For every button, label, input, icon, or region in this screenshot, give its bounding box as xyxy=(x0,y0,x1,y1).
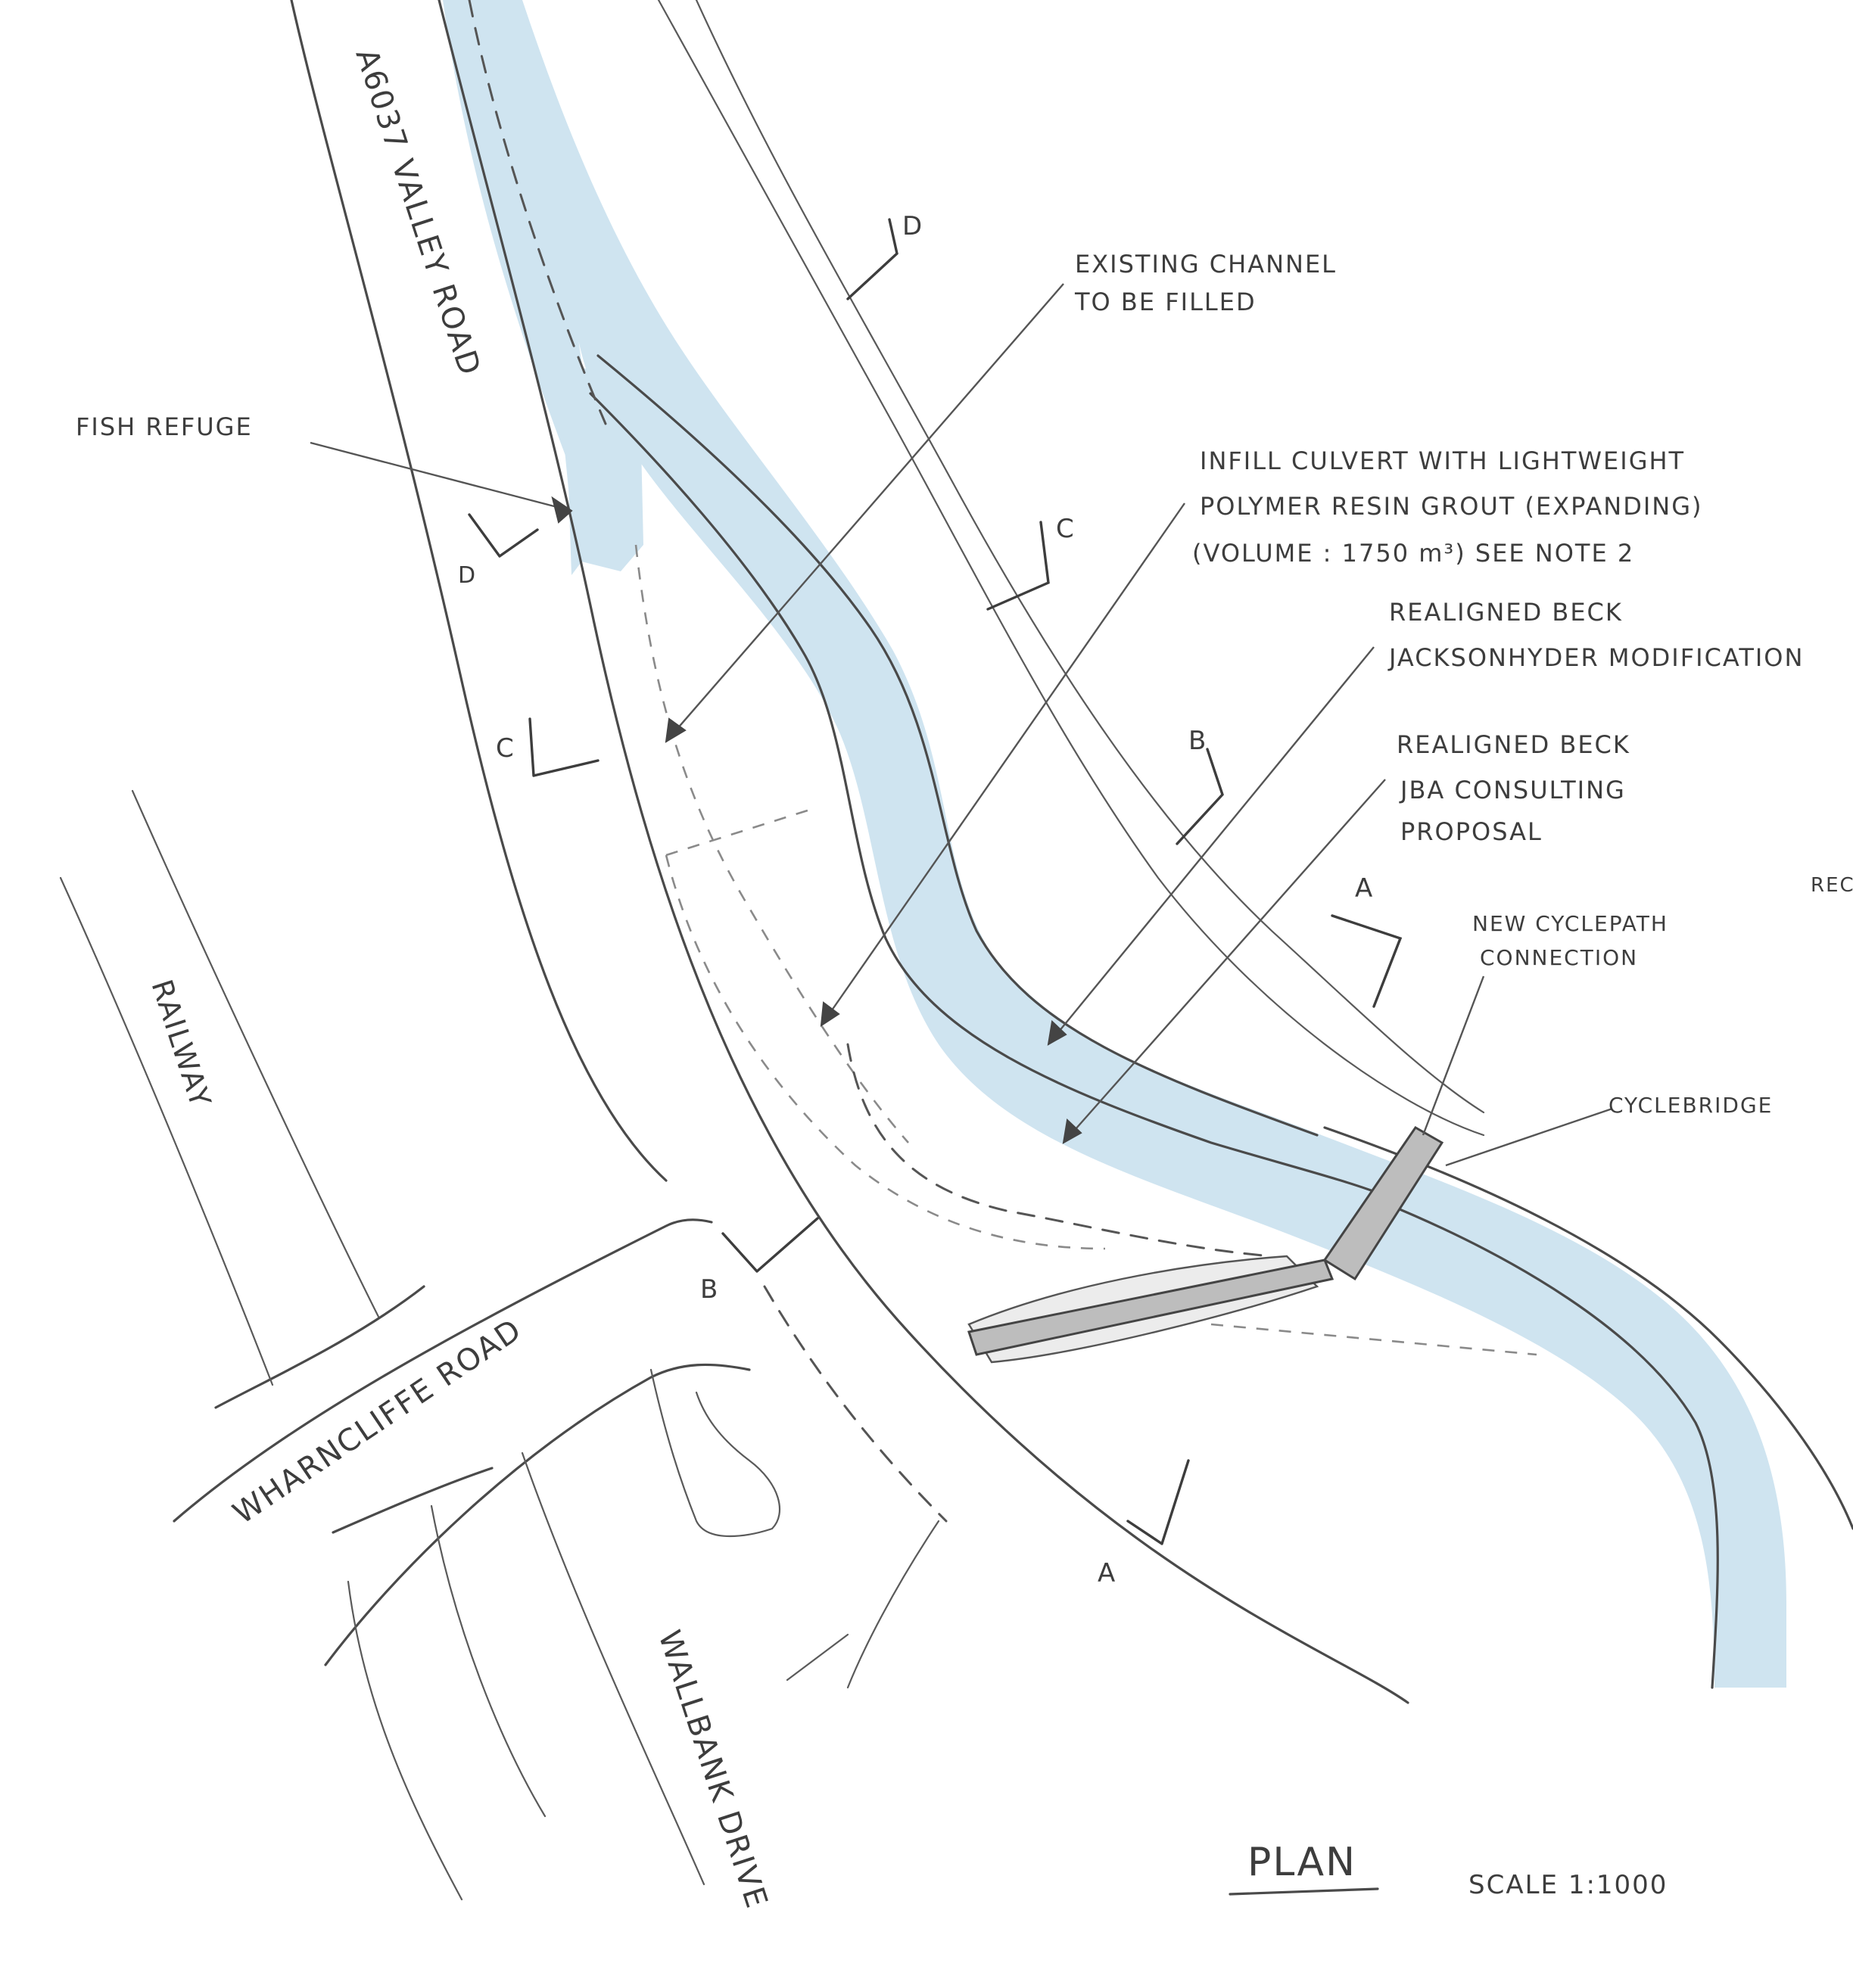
wharncliffe-kerb-1 xyxy=(214,1285,425,1409)
label-existing-channel-1: EXISTING CHANNEL xyxy=(1075,250,1337,278)
label-cut-off: REC xyxy=(1811,874,1853,897)
section-letter-a-upper: A xyxy=(1355,873,1374,904)
section-marker-b-lower xyxy=(721,1217,819,1273)
label-jba-3: PROPOSAL xyxy=(1400,817,1543,846)
valley-road-verge xyxy=(657,0,1485,1137)
label-cyclebridge: CYCLEBRIDGE xyxy=(1609,1093,1773,1118)
label-existing-channel-2: TO BE FILLED xyxy=(1074,288,1257,316)
wharncliffe-road-south-edge xyxy=(324,1363,751,1666)
arrowhead-fish-refuge xyxy=(551,496,573,524)
section-marker-a-upper xyxy=(1331,914,1403,1008)
leader-infill xyxy=(821,502,1185,1026)
label-jba-1: REALIGNED BECK xyxy=(1397,730,1630,759)
label-jacksonhyder-1: REALIGNED BECK xyxy=(1389,598,1623,627)
wallbank-drive-west xyxy=(347,1580,463,1901)
section-letter-b-upper: B xyxy=(1188,726,1207,756)
section-letter-c-lower: C xyxy=(496,733,515,764)
valley-road-west-edge xyxy=(290,0,668,1182)
plan-heading: PLAN xyxy=(1247,1840,1356,1885)
arrowhead-jacksonhyder xyxy=(1047,1019,1067,1046)
existing-channel-west xyxy=(468,0,607,425)
label-jacksonhyder-2: JACKSONHYDER MODIFICATION xyxy=(1387,643,1804,672)
wallbank-drive-mid xyxy=(430,1504,547,1818)
wallbank-drive-east xyxy=(521,1451,705,1886)
wharncliffe-road-north-edge xyxy=(173,1218,713,1523)
railway-line-1 xyxy=(59,876,274,1386)
arrowhead-jba xyxy=(1062,1118,1082,1144)
beck-bank-left xyxy=(589,392,1387,1197)
existing-channel-dash-2 xyxy=(665,854,1106,1250)
existing-channel-dash-5 xyxy=(1210,1323,1537,1356)
label-cyclepath-2: CONNECTION xyxy=(1480,945,1638,970)
leader-fish-refuge xyxy=(310,441,572,512)
valley-road-east-edge xyxy=(438,0,1409,1704)
section-marker-a-lower xyxy=(1126,1459,1190,1545)
section-letter-d-upper: D xyxy=(902,211,923,241)
cyclepath-connection xyxy=(967,1258,1334,1356)
arrowhead-existing-channel xyxy=(665,717,687,743)
section-marker-c-upper xyxy=(986,521,1050,611)
section-marker-d-upper xyxy=(846,218,898,300)
label-cyclepath-1: NEW CYCLEPATH xyxy=(1472,911,1668,936)
railway-line-2 xyxy=(131,789,380,1318)
cyclebridge-deck xyxy=(1322,1126,1444,1281)
wallbank-plot xyxy=(649,1368,781,1538)
fish-refuge xyxy=(556,363,643,571)
section-marker-c-lower xyxy=(528,717,600,777)
leader-jba xyxy=(1063,779,1386,1143)
wharncliffe-kerb-2 xyxy=(332,1467,494,1534)
beck-outer-bank xyxy=(1323,1126,1853,1530)
existing-channel-dash-3 xyxy=(665,808,811,857)
beck-channel xyxy=(443,0,1786,1688)
valley-road-verge-outer xyxy=(695,0,1485,1114)
section-marker-d-lower xyxy=(468,513,539,558)
label-jba-2: JBA CONSULTING xyxy=(1399,776,1626,804)
wallbank-access-edge xyxy=(786,1520,940,1689)
leader-existing-channel xyxy=(665,283,1064,742)
leader-cyclebridge xyxy=(1445,1107,1613,1167)
label-fish-refuge: FISH REFUGE xyxy=(76,412,253,441)
leader-cyclepath xyxy=(1422,975,1485,1136)
label-railway: RAILWAY xyxy=(145,975,217,1112)
section-letter-d-lower: D xyxy=(458,562,477,589)
wallbank-access-dash xyxy=(763,1285,948,1523)
label-infill-2: POLYMER RESIN GROUT (EXPANDING) xyxy=(1200,492,1703,521)
section-letter-a-lower: A xyxy=(1098,1558,1116,1588)
beck-inner-bank xyxy=(1384,1202,1719,1689)
plan-heading-underline xyxy=(1229,1887,1379,1896)
label-infill-1: INFILL CULVERT WITH LIGHTWEIGHT xyxy=(1200,446,1685,475)
beck-bank-right xyxy=(596,354,1319,1137)
arrowhead-infill xyxy=(820,1001,840,1027)
label-wallbank-drive: WALLBANK DRIVE xyxy=(651,1626,774,1913)
section-marker-b-upper xyxy=(1176,748,1224,845)
section-letter-b-lower: B xyxy=(700,1274,719,1305)
label-infill-3: (VOLUME : 1750 m³) SEE NOTE 2 xyxy=(1192,539,1634,568)
section-letter-c-upper: C xyxy=(1056,514,1076,544)
leader-jacksonhyder xyxy=(1048,646,1375,1045)
plan-scale: SCALE 1:1000 xyxy=(1468,1870,1668,1900)
existing-channel-dash-4 xyxy=(846,1043,1273,1258)
